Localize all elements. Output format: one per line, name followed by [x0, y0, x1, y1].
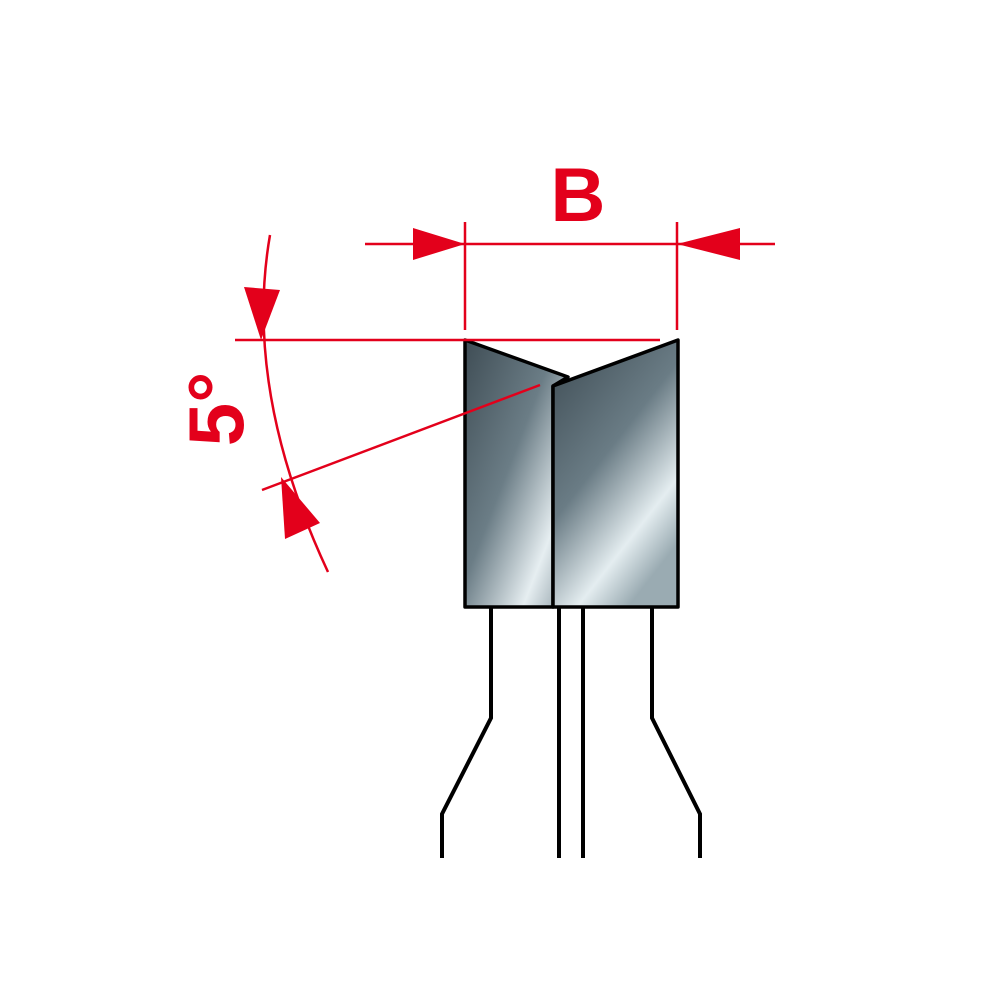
- angle-bevel-line: [261, 383, 541, 492]
- angle-dimension: 5°: [172, 234, 660, 573]
- blade-left-edge: [440, 607, 493, 858]
- width-dimension: B: [365, 153, 775, 330]
- angle-arrow-bottom: [281, 477, 320, 539]
- blade-body: [440, 607, 702, 858]
- width-label: B: [551, 153, 606, 238]
- angle-label: 5°: [172, 372, 260, 447]
- tooth: [463, 338, 680, 609]
- angle-arrow-top: [244, 287, 280, 340]
- blade-right-edge: [650, 607, 702, 858]
- tooth-right-face: [551, 338, 680, 609]
- width-arrow-left: [413, 228, 465, 260]
- width-arrow-right: [677, 228, 740, 260]
